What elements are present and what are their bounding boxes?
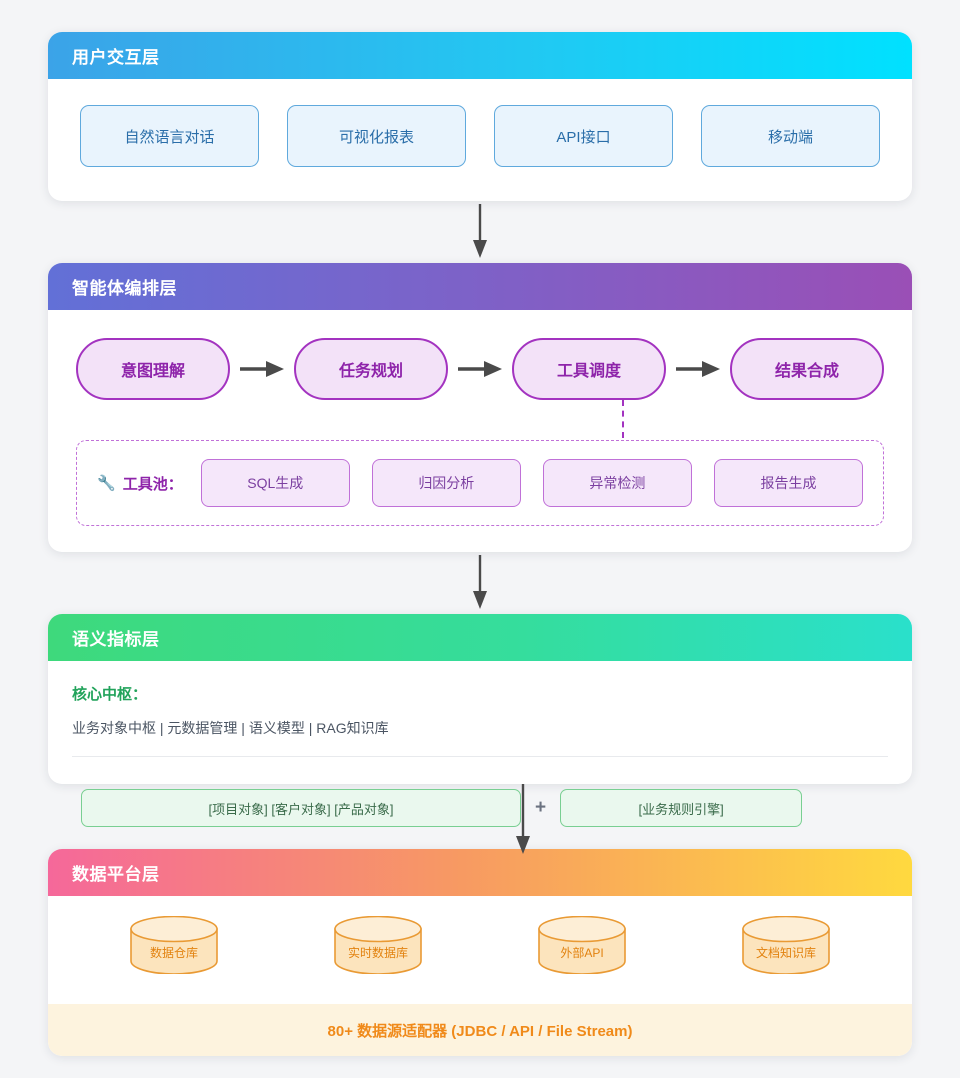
chip-label: 移动端 bbox=[767, 128, 813, 146]
tool-pool-label: 工具池： bbox=[122, 475, 183, 493]
tool-label: 异常检测 bbox=[589, 475, 646, 491]
connector-agent-to-semantic bbox=[48, 552, 912, 614]
semantic-object-row: [项目对象] [客户对象] [产品对象] + [业务规则引擎] bbox=[81, 789, 881, 827]
connector-user-to-agent bbox=[48, 201, 912, 263]
chip-label: API接口 bbox=[556, 128, 611, 146]
semantic-metric-body: 核心中枢： 业务对象中枢 | 元数据管理 | 语义模型 | RAG知识库 bbox=[48, 661, 912, 775]
down-arrow-icon bbox=[473, 204, 487, 258]
tool-chip-anomaly-detection[interactable]: 异常检测 bbox=[542, 459, 692, 507]
database-node-warehouse[interactable]: 数据仓库 bbox=[127, 915, 221, 975]
layer-card-user-interaction: 用户交互层 自然语言对话 可视化报表 API接口 移动端 bbox=[48, 32, 912, 201]
database-cylinder-icon bbox=[130, 915, 218, 975]
right-arrow-icon bbox=[676, 361, 720, 377]
connector-semantic-to-data bbox=[513, 784, 533, 861]
tool-label: SQL生成 bbox=[247, 475, 304, 491]
object-box-label: [项目对象] [客户对象] [产品对象] bbox=[208, 801, 394, 817]
layer-card-semantic-metric: 语义指标层 核心中枢： 业务对象中枢 | 元数据管理 | 语义模型 | RAG知… bbox=[48, 614, 912, 854]
tool-chip-sql-generation[interactable]: SQL生成 bbox=[200, 459, 350, 507]
layer-header-agent-orchestration: 智能体编排层 bbox=[48, 263, 912, 310]
layer-title: 语义指标层 bbox=[72, 630, 160, 649]
wrench-icon: 🔧 bbox=[97, 475, 116, 492]
object-box-rule-engine[interactable]: [业务规则引擎] bbox=[560, 789, 803, 827]
down-arrow-icon bbox=[473, 555, 487, 609]
database-row-container: 数据仓库 实时数据库 外部API bbox=[48, 896, 912, 988]
layer-title: 用户交互层 bbox=[72, 48, 160, 67]
pipeline-node-result-synthesis[interactable]: 结果合成 bbox=[730, 338, 884, 400]
pipeline-node-intent[interactable]: 意图理解 bbox=[76, 338, 230, 400]
tool-chip-attribution-analysis[interactable]: 归因分析 bbox=[371, 459, 521, 507]
database-row: 数据仓库 实时数据库 外部API bbox=[72, 915, 888, 975]
pipeline-node-tool-dispatch[interactable]: 工具调度 bbox=[512, 338, 666, 400]
database-cylinder-icon bbox=[538, 915, 626, 975]
tool-label: 报告生成 bbox=[760, 475, 817, 491]
tool-label: 归因分析 bbox=[418, 475, 475, 491]
layer-title: 数据平台层 bbox=[72, 865, 160, 884]
right-arrow-icon bbox=[240, 361, 284, 377]
user-interaction-chip-row: 自然语言对话 可视化报表 API接口 移动端 bbox=[48, 79, 912, 201]
chip-label: 自然语言对话 bbox=[124, 128, 215, 146]
right-arrow-icon bbox=[458, 361, 502, 377]
tool-pool-label-group: 🔧 工具池： bbox=[97, 473, 183, 494]
down-arrow-icon bbox=[516, 784, 530, 854]
object-box-business-objects[interactable]: [项目对象] [客户对象] [产品对象] bbox=[81, 789, 521, 827]
database-cylinder-icon bbox=[334, 915, 422, 975]
node-label: 工具调度 bbox=[556, 363, 621, 380]
core-hub-items: 业务对象中枢 | 元数据管理 | 语义模型 | RAG知识库 bbox=[72, 718, 888, 757]
chip-label: 可视化报表 bbox=[338, 128, 414, 146]
database-cylinder-icon bbox=[742, 915, 830, 975]
core-hub-title: 核心中枢： bbox=[72, 686, 148, 703]
adapter-summary-bar: 80+ 数据源适配器 (JDBC / API / File Stream) bbox=[48, 1004, 912, 1056]
tool-chip-report-generation[interactable]: 报告生成 bbox=[713, 459, 864, 507]
node-label: 结果合成 bbox=[774, 363, 839, 380]
layer-header-user-interaction: 用户交互层 bbox=[48, 32, 912, 79]
pipeline-node-task-planning[interactable]: 任务规划 bbox=[294, 338, 448, 400]
node-label: 任务规划 bbox=[338, 363, 403, 380]
object-box-label: [业务规则引擎] bbox=[638, 801, 724, 817]
layer-header-data-platform: 数据平台层 bbox=[48, 849, 912, 896]
node-label: 意图理解 bbox=[120, 363, 185, 380]
database-node-realtime[interactable]: 实时数据库 bbox=[331, 915, 425, 975]
channel-chip-mobile[interactable]: 移动端 bbox=[701, 105, 880, 167]
tool-pool-container: 🔧 工具池： SQL生成 归因分析 异常检测 报告生成 bbox=[76, 440, 884, 526]
layer-card-agent-orchestration: 智能体编排层 意图理解 任务规划 工具调度 bbox=[48, 263, 912, 552]
layer-header-semantic-metric: 语义指标层 bbox=[48, 614, 912, 661]
layer-card-data-platform: 数据平台层 数据仓库 bbox=[48, 849, 912, 1056]
channel-chip-visual-report[interactable]: 可视化报表 bbox=[287, 105, 466, 167]
channel-chip-nl-dialog[interactable]: 自然语言对话 bbox=[80, 105, 259, 167]
adapter-summary-text: 80+ 数据源适配器 (JDBC / API / File Stream) bbox=[327, 1022, 633, 1040]
database-node-doc-knowledge[interactable]: 文档知识库 bbox=[739, 915, 833, 975]
database-node-external-api[interactable]: 外部API bbox=[535, 915, 629, 975]
plus-icon: + bbox=[535, 797, 547, 818]
dashed-connector-tool-dispatch-to-pool bbox=[622, 400, 624, 438]
layer-title: 智能体编排层 bbox=[72, 279, 177, 298]
channel-chip-api[interactable]: API接口 bbox=[494, 105, 673, 167]
tool-chip-row: SQL生成 归因分析 异常检测 报告生成 bbox=[200, 459, 864, 507]
agent-pipeline: 意图理解 任务规划 工具调度 bbox=[76, 338, 884, 438]
data-platform-body: 数据仓库 实时数据库 外部API bbox=[48, 896, 912, 1056]
agent-orchestration-body: 意图理解 任务规划 工具调度 bbox=[48, 310, 912, 552]
